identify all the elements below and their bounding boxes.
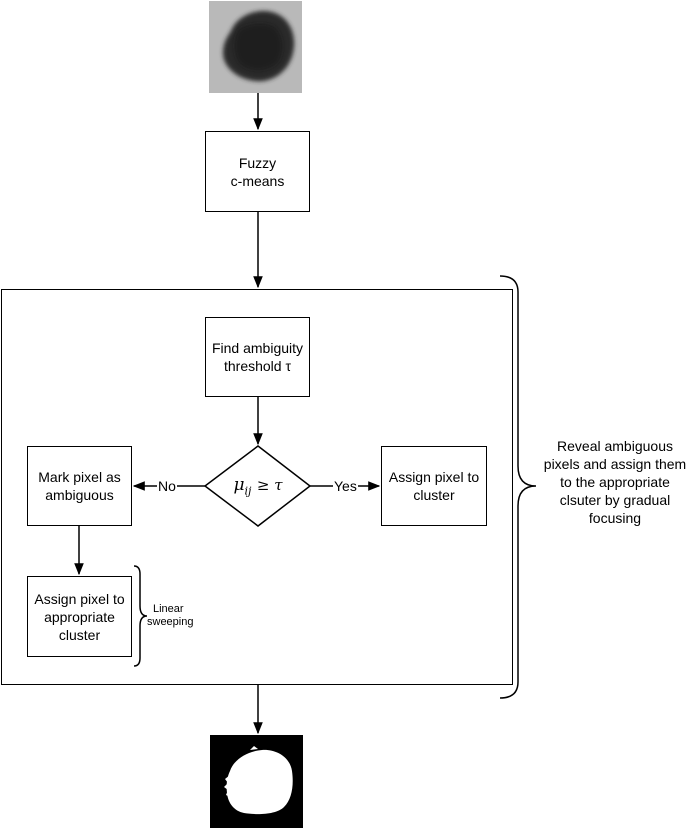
find-threshold-line2: threshold τ — [223, 358, 291, 374]
input-lesion-image — [209, 1, 302, 93]
linear-note-line1: Linear — [153, 603, 184, 615]
decision-subscript: ij — [244, 484, 252, 498]
reveal-brace — [499, 275, 537, 699]
decision-mu: μ — [233, 475, 245, 495]
assign-appropriate-line1: Assign pixel to — [34, 590, 125, 607]
decision-relation: ≥ τ — [256, 476, 283, 494]
assign-appropriate-line3: cluster — [58, 626, 101, 643]
linear-brace — [133, 565, 148, 667]
assign-appropriate-line2: appropriate — [44, 608, 115, 625]
assign-cluster-line1: Assign pixel to — [388, 469, 480, 485]
reveal-note-line3: to the appropriate — [560, 474, 670, 490]
fuzzy-cmeans-line1: Fuzzy — [238, 154, 277, 171]
fuzzy-cmeans-line2: c-means — [230, 172, 285, 189]
reveal-note-line5: focusing — [588, 510, 642, 526]
assign-cluster-line2: cluster — [413, 487, 455, 503]
decision-diamond — [203, 445, 312, 527]
output-mask-image — [210, 735, 303, 828]
reveal-note-line2: pixels and assign them — [543, 456, 687, 472]
find-threshold-line1: Find ambiguity — [211, 340, 304, 356]
reveal-ambiguous-note: Reveal ambiguous pixels and assign them … — [537, 437, 693, 527]
find-threshold-box: Find ambiguity threshold τ — [205, 317, 310, 397]
decision-condition: μij ≥ τ — [214, 474, 302, 498]
mark-ambiguous-box: Mark pixel as ambiguous — [27, 446, 132, 526]
reveal-note-line1: Reveal ambiguous — [557, 438, 673, 454]
no-edge-label: No — [157, 477, 177, 495]
assign-cluster-box: Assign pixel to cluster — [381, 446, 487, 526]
fuzzy-cmeans-box: Fuzzy c-means — [205, 131, 310, 212]
yes-edge-label: Yes — [333, 477, 358, 495]
linear-note-line2: sweeping — [147, 616, 194, 628]
linear-sweeping-note: Linear sweeping — [147, 603, 193, 629]
assign-appropriate-box: Assign pixel to appropriate cluster — [27, 576, 132, 657]
gradual-focusing-container — [1, 289, 513, 685]
mark-ambiguous-line1: Mark pixel as — [38, 469, 121, 485]
mark-ambiguous-line2: ambiguous — [45, 487, 114, 503]
reveal-note-line4: clsuter by gradual — [559, 492, 671, 508]
